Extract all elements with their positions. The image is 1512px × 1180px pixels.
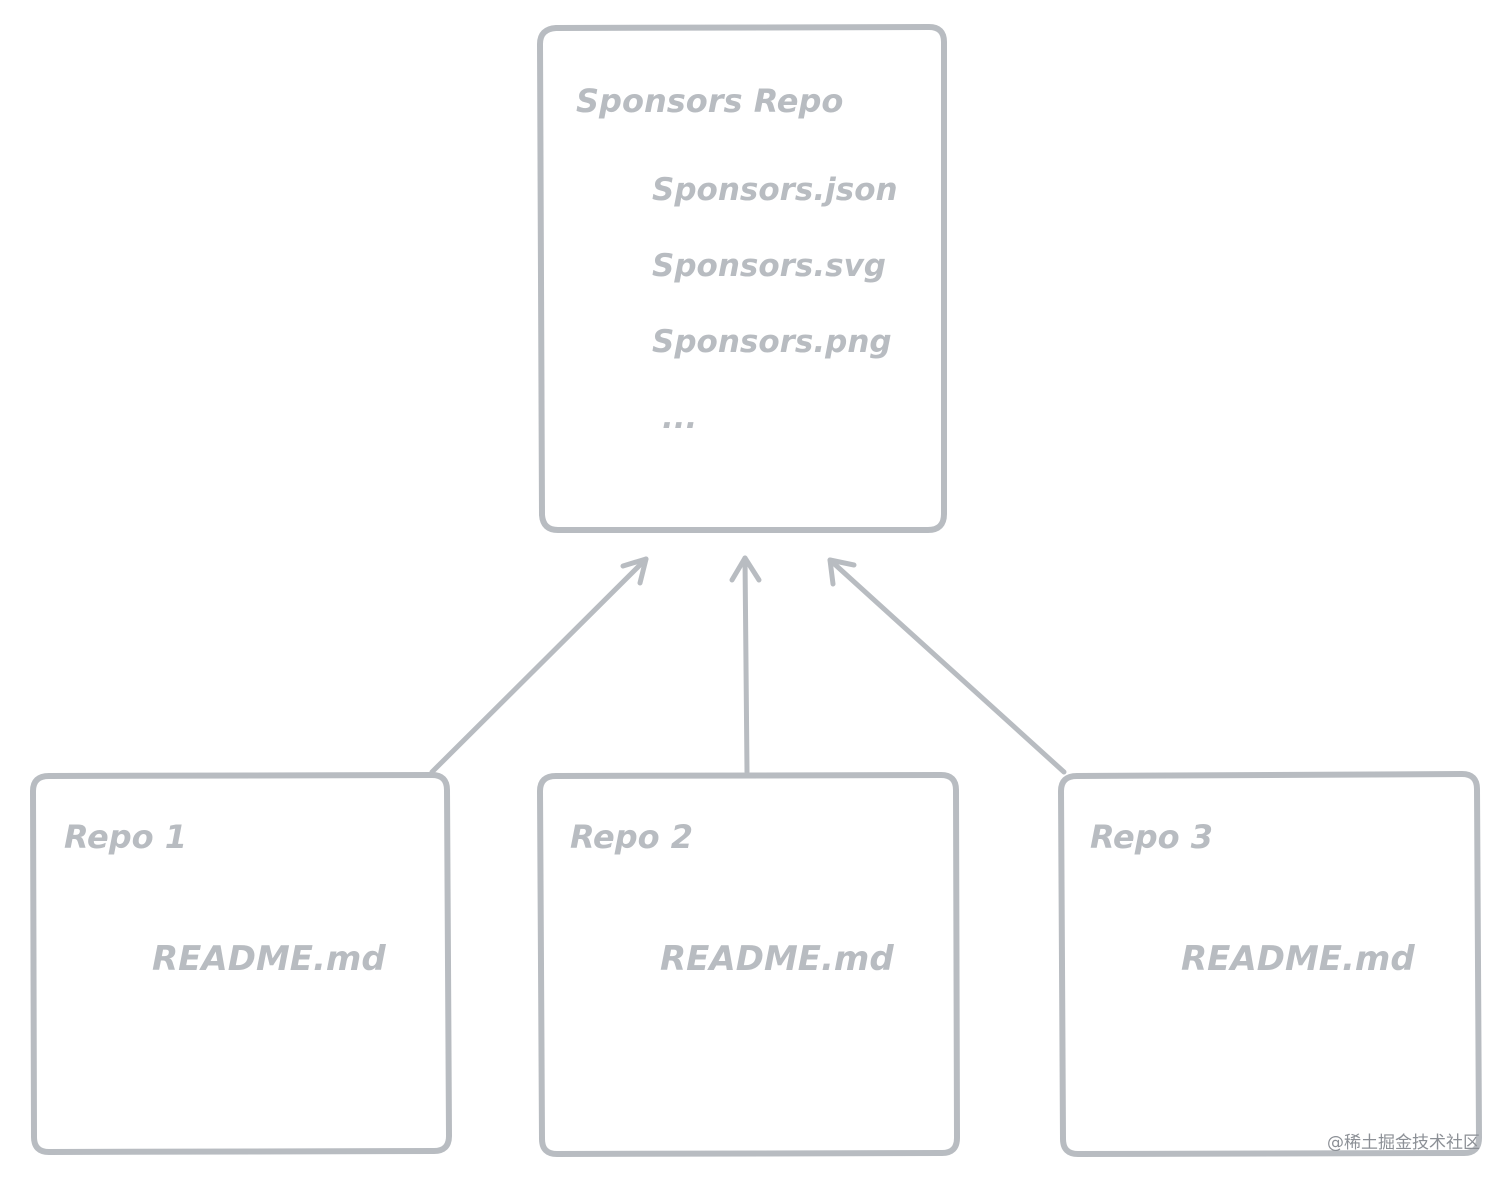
repo-3-node: Repo 3 README.md <box>1058 771 1482 1157</box>
arrow-repo-3-to-sponsors <box>827 557 1067 775</box>
file-sponsors-png: Sponsors.png <box>652 324 892 360</box>
file-more-ellipsis: ... <box>662 400 697 436</box>
repo-3-box <box>1058 771 1482 1157</box>
sponsors-repo-box <box>537 24 947 533</box>
watermark-text: @稀土掘金技术社区 <box>1327 1133 1480 1153</box>
repo-2-title: Repo 2 <box>570 818 693 856</box>
sponsors-repo-title: Sponsors Repo <box>576 82 843 120</box>
repo-3-title: Repo 3 <box>1090 818 1213 856</box>
arrow-repo-2-to-sponsors <box>729 555 762 775</box>
repo-1-box <box>30 772 452 1155</box>
arrow-repo-2-line <box>742 555 750 775</box>
repo-1-readme: README.md <box>152 939 386 979</box>
repo-2-readme: README.md <box>660 939 894 979</box>
repo-1-node: Repo 1 README.md <box>30 772 452 1155</box>
arrow-repo-3-head <box>827 557 857 587</box>
arrow-repo-3-line <box>827 557 1067 775</box>
arrow-repo-2-head <box>729 555 762 583</box>
file-sponsors-svg: Sponsors.svg <box>652 248 886 284</box>
arrow-repo-1-to-sponsors <box>429 556 649 775</box>
arrow-repo-1-head <box>620 556 649 586</box>
repo-2-box <box>537 772 960 1157</box>
sponsors-repo-node: Sponsors Repo Sponsors.json Sponsors.svg… <box>537 24 947 533</box>
arrow-repo-1-line <box>429 556 649 775</box>
repo-2-node: Repo 2 README.md <box>537 772 960 1157</box>
file-sponsors-json: Sponsors.json <box>652 172 898 208</box>
repo-3-readme: README.md <box>1181 939 1415 979</box>
repo-1-title: Repo 1 <box>64 818 187 856</box>
